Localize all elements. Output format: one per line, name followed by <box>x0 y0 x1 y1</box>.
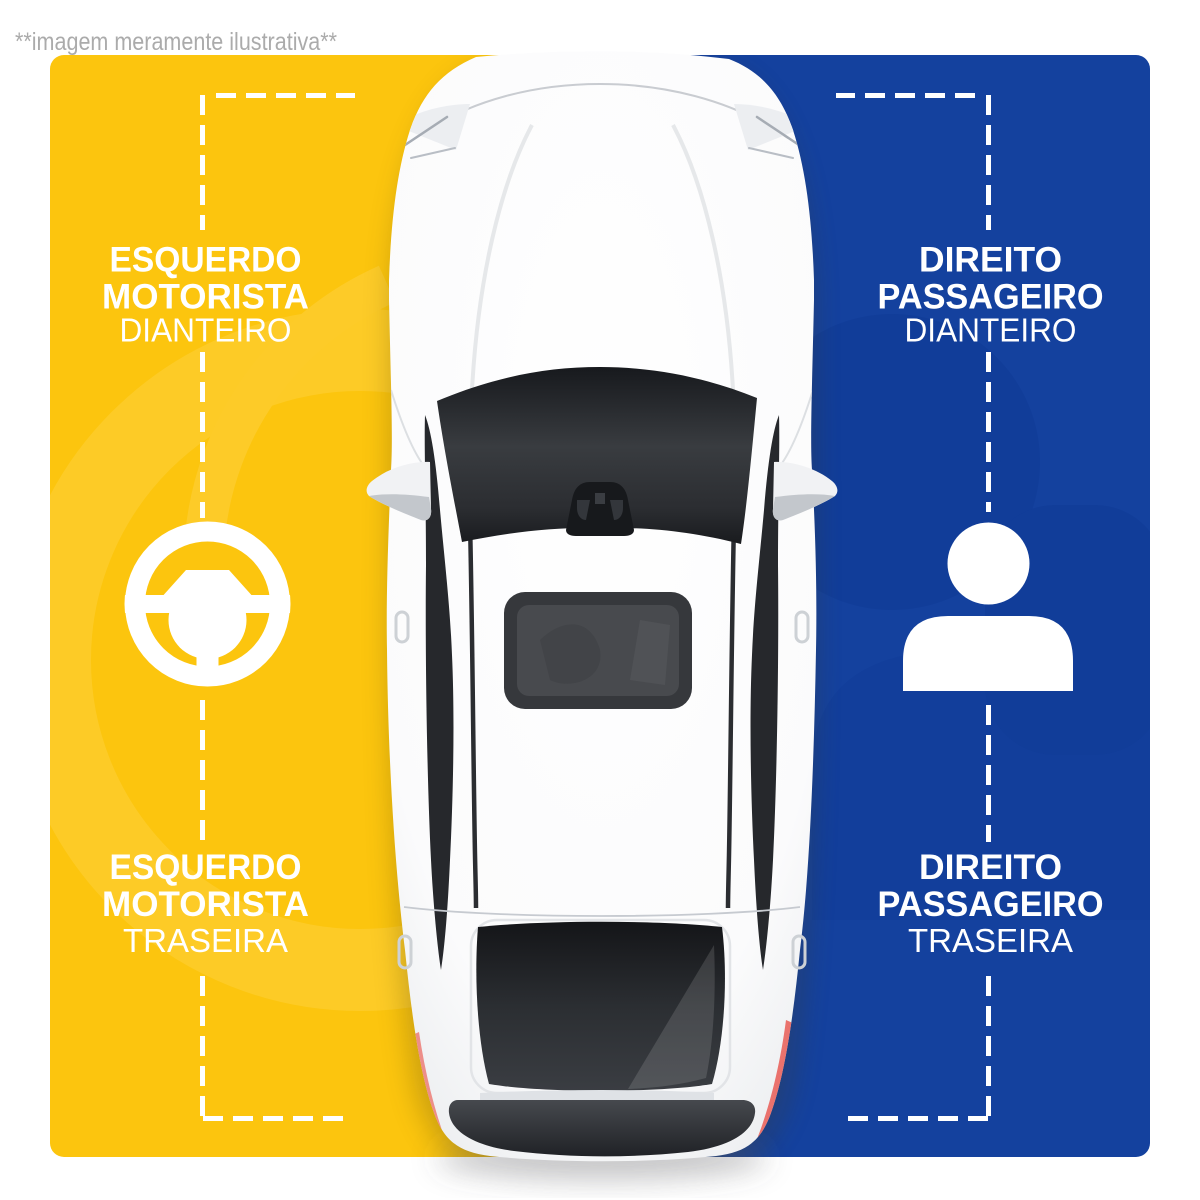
svg-text:DIANTEIRO: DIANTEIRO <box>120 312 292 349</box>
svg-text:ESQUERDO: ESQUERDO <box>110 848 302 887</box>
svg-text:PASSAGEIRO: PASSAGEIRO <box>878 278 1104 317</box>
svg-text:TRASEIRA: TRASEIRA <box>123 922 288 959</box>
svg-text:TRASEIRA: TRASEIRA <box>908 922 1073 959</box>
svg-text:**imagem meramente ilustrativa: **imagem meramente ilustrativa** <box>15 28 337 56</box>
svg-text:DIANTEIRO: DIANTEIRO <box>905 312 1077 349</box>
svg-text:DIREITO: DIREITO <box>919 848 1062 887</box>
svg-text:ESQUERDO: ESQUERDO <box>110 241 302 280</box>
svg-text:MOTORISTA: MOTORISTA <box>102 278 309 317</box>
svg-text:PASSAGEIRO: PASSAGEIRO <box>878 885 1104 924</box>
svg-text:MOTORISTA: MOTORISTA <box>102 885 309 924</box>
svg-text:DIREITO: DIREITO <box>919 241 1062 280</box>
